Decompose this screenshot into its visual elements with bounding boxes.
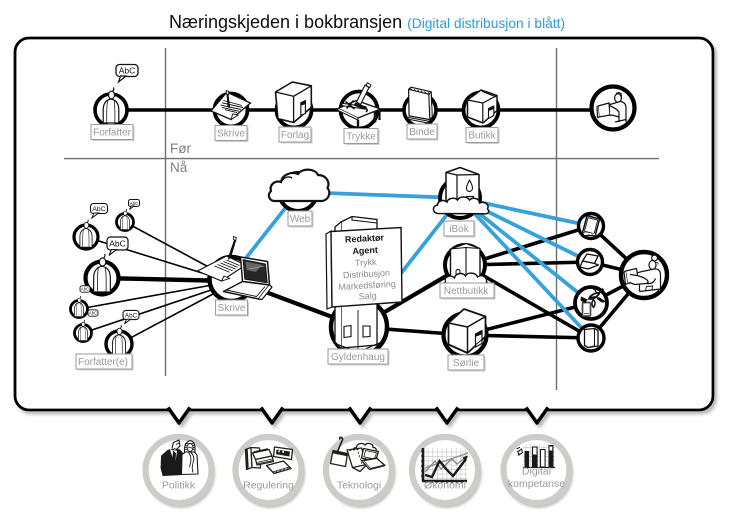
svg-text:Markedsføring: Markedsføring: [338, 279, 396, 292]
svg-text:Regulering: Regulering: [243, 480, 294, 492]
svg-text:Digital: Digital: [522, 466, 551, 478]
svg-text:Skrive: Skrive: [217, 129, 245, 140]
svg-text:Trykk: Trykk: [355, 257, 378, 268]
svg-text:Forfatter: Forfatter: [93, 128, 131, 139]
svg-text:Sørlie: Sørlie: [453, 358, 480, 369]
svg-text:AbC: AbC: [81, 287, 89, 292]
svg-text:Distribusjon: Distribusjon: [343, 268, 391, 281]
svg-text:Teknologi: Teknologi: [337, 480, 381, 492]
svg-text:AbC: AbC: [109, 239, 126, 249]
svg-text:Trykke: Trykke: [346, 132, 376, 143]
svg-text:AbC: AbC: [119, 66, 136, 76]
svg-text:AbC: AbC: [125, 312, 138, 319]
svg-text:Nå: Nå: [170, 160, 188, 175]
svg-text:Agent: Agent: [352, 245, 378, 256]
svg-text:Gyldenhaug: Gyldenhaug: [331, 352, 385, 363]
svg-text:Næringskjeden i bokbransjen (D: Næringskjeden i bokbransjen (Digital dis…: [169, 12, 565, 32]
svg-text:Økonomi: Økonomi: [424, 480, 466, 492]
svg-text:Redaktør: Redaktør: [345, 232, 385, 244]
svg-text:iBok: iBok: [449, 224, 469, 235]
svg-text:Politikk: Politikk: [162, 480, 196, 492]
svg-text:Binde: Binde: [409, 127, 435, 138]
svg-text:Før: Før: [170, 141, 191, 156]
svg-text:AbC: AbC: [130, 201, 140, 206]
svg-text:kompetanse: kompetanse: [508, 478, 565, 490]
svg-text:Web: Web: [290, 214, 311, 225]
svg-text:Butikk: Butikk: [468, 131, 496, 142]
svg-text:Salg: Salg: [358, 290, 377, 301]
svg-text:AbC: AbC: [92, 206, 105, 213]
svg-text:Forfatter(e): Forfatter(e): [78, 357, 128, 368]
svg-text:Forlag: Forlag: [281, 130, 309, 141]
svg-text:Skrive: Skrive: [218, 303, 246, 314]
svg-text:Nettbutikk: Nettbutikk: [444, 286, 489, 297]
svg-text:AbC: AbC: [89, 311, 97, 316]
